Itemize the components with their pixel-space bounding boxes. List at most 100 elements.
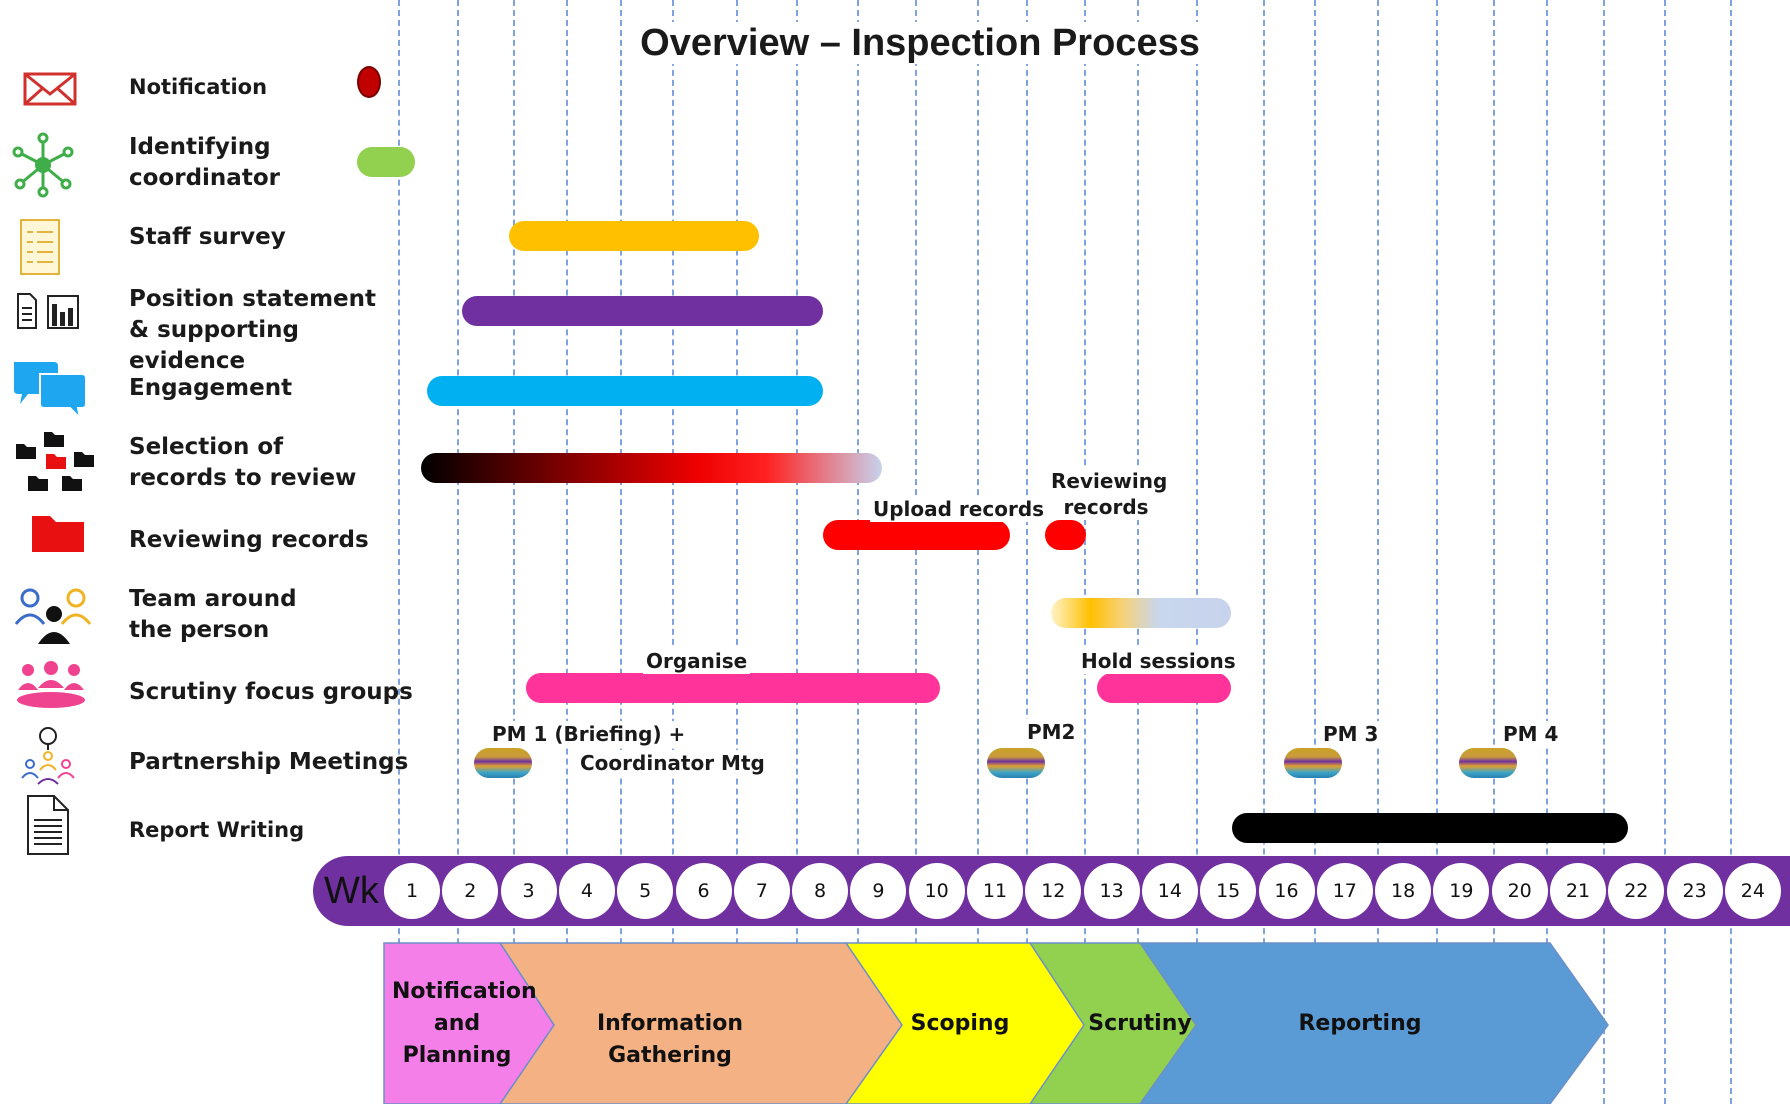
grid-line-week-6 xyxy=(672,0,674,1104)
grid-line-week-3 xyxy=(513,0,515,1104)
week-circle-3: 3 xyxy=(500,863,557,919)
gantt-bar-team-around-the-person xyxy=(1050,598,1232,628)
week-circle-6: 6 xyxy=(675,863,732,919)
lightbulb-people-icon xyxy=(16,724,80,788)
group-icon xyxy=(16,660,86,710)
week-circle-23: 23 xyxy=(1666,863,1723,919)
grid-line-week-1 xyxy=(398,0,400,1104)
phase-arrow-notification-and-planning xyxy=(383,942,555,1104)
gantt-bar-pm2 xyxy=(986,748,1045,778)
phase-label-scrutiny: Scrutiny xyxy=(1088,1011,1192,1036)
gantt-bar-pm-1 xyxy=(473,748,532,778)
week-circle-2: 2 xyxy=(442,863,499,919)
gantt-bar-scrutiny-focus-groups-hold-sessions xyxy=(1097,673,1232,703)
grid-line-week-10 xyxy=(915,0,917,1104)
grid-line-week-16 xyxy=(1263,0,1265,1104)
grid-line-week-12 xyxy=(1026,0,1028,1104)
week-circle-24: 24 xyxy=(1724,863,1781,919)
gantt-bar-pm-4 xyxy=(1458,748,1518,778)
note-pm1: PM 1 (Briefing) + xyxy=(489,721,689,747)
network-icon xyxy=(8,132,78,198)
grid-line-week-5 xyxy=(620,0,622,1104)
phase-label-information-gathering: Information Gathering xyxy=(597,1011,743,1068)
week-circle-18: 18 xyxy=(1375,863,1432,919)
week-circle-20: 20 xyxy=(1491,863,1548,919)
report-icon xyxy=(20,794,76,856)
week-circle-17: 17 xyxy=(1316,863,1373,919)
grid-line-week-13 xyxy=(1084,0,1086,1104)
week-circle-12: 12 xyxy=(1025,863,1082,919)
note-organise: Organise xyxy=(643,648,751,674)
row-label-engagement: Engagement xyxy=(129,375,293,401)
gantt-bar-position-statement-supporting-evidence xyxy=(461,296,824,326)
red-folder-icon xyxy=(30,512,86,554)
week-circle-19: 19 xyxy=(1433,863,1490,919)
gantt-bar-staff-survey xyxy=(508,221,760,251)
week-circle-11: 11 xyxy=(967,863,1023,919)
grid-line-week-24 xyxy=(1730,0,1732,1104)
grid-line-week-7 xyxy=(736,0,738,1104)
week-circle-10: 10 xyxy=(908,863,965,919)
week-circle-21: 21 xyxy=(1550,863,1606,919)
row-label-position-statement: Position statement & supporting evidence xyxy=(129,286,377,374)
note-upload-records: Upload records xyxy=(870,496,1048,522)
row-label-report-writing: Report Writing xyxy=(129,818,305,842)
grid-line-week-2 xyxy=(457,0,459,1104)
gantt-bar-engagement xyxy=(426,376,824,406)
phase-label-scoping: Scoping xyxy=(910,1011,1010,1036)
row-label-selection-of-records: Selection of records to review xyxy=(129,434,357,491)
speech-bubbles-icon xyxy=(10,358,88,420)
grid-line-week-23 xyxy=(1664,0,1666,1104)
grid-line-week-21 xyxy=(1546,0,1548,1104)
week-circle-16: 16 xyxy=(1258,863,1315,919)
grid-line-week-19 xyxy=(1436,0,1438,1104)
week-circle-13: 13 xyxy=(1083,863,1140,919)
row-label-reviewing-records: Reviewing records xyxy=(129,527,369,553)
gantt-bar-notification xyxy=(357,66,381,98)
week-circle-15: 15 xyxy=(1200,863,1257,919)
grid-line-week-18 xyxy=(1377,0,1379,1104)
row-label-scrutiny-focus-groups: Scrutiny focus groups xyxy=(129,679,413,705)
envelope-icon xyxy=(15,58,85,118)
grid-line-week-9 xyxy=(857,0,859,1104)
note-coordinator-mtg: Coordinator Mtg xyxy=(577,750,768,776)
week-label: Wk xyxy=(324,870,379,912)
grid-line-week-4 xyxy=(566,0,568,1104)
gantt-bar-identifying-coordinator xyxy=(357,147,416,177)
grid-line-week-8 xyxy=(796,0,798,1104)
grid-line-week-11 xyxy=(977,0,979,1104)
gantt-bar-selection-of-records-to-review xyxy=(421,453,882,483)
grid-line-week-22 xyxy=(1603,0,1605,1104)
note-reviewing-records: Reviewing records xyxy=(1048,468,1167,520)
page-title: Overview – Inspection Process xyxy=(0,22,1790,65)
week-circle-8: 8 xyxy=(792,863,849,919)
gantt-bar-reviewing-records-reviewing-records xyxy=(1044,520,1086,550)
grid-line-week-15 xyxy=(1196,0,1198,1104)
gantt-bar-reviewing-records-upload-records xyxy=(823,520,1010,550)
note-pm2: PM2 xyxy=(1024,719,1079,745)
phase-label-reporting: Reporting xyxy=(1298,1011,1422,1036)
team-icon xyxy=(14,584,94,646)
week-circle-22: 22 xyxy=(1608,863,1665,919)
week-circle-1: 1 xyxy=(384,863,440,919)
week-circle-5: 5 xyxy=(617,863,674,919)
row-label-staff-survey: Staff survey xyxy=(129,224,286,250)
week-circle-9: 9 xyxy=(850,863,907,919)
row-label-partnership-meetings: Partnership Meetings xyxy=(129,749,409,775)
folders-icon xyxy=(14,430,104,496)
grid-line-week-17 xyxy=(1314,0,1316,1104)
row-label-identifying-coordinator: Identifying coordinator xyxy=(129,134,280,191)
row-label-team-around-person: Team around the person xyxy=(129,586,297,643)
grid-line-week-20 xyxy=(1493,0,1495,1104)
gantt-bar-scrutiny-focus-groups-organise xyxy=(526,673,940,703)
week-circle-14: 14 xyxy=(1141,863,1198,919)
title-text: Overview – Inspection Process xyxy=(630,22,1210,64)
phase-label-notification-and-planning: Notification and Planning xyxy=(392,979,537,1068)
note-pm4: PM 4 xyxy=(1500,721,1562,747)
note-hold-sessions: Hold sessions xyxy=(1078,648,1239,674)
checklist-icon xyxy=(13,218,67,276)
week-circle-4: 4 xyxy=(558,863,615,919)
document-chart-icon xyxy=(14,290,84,332)
